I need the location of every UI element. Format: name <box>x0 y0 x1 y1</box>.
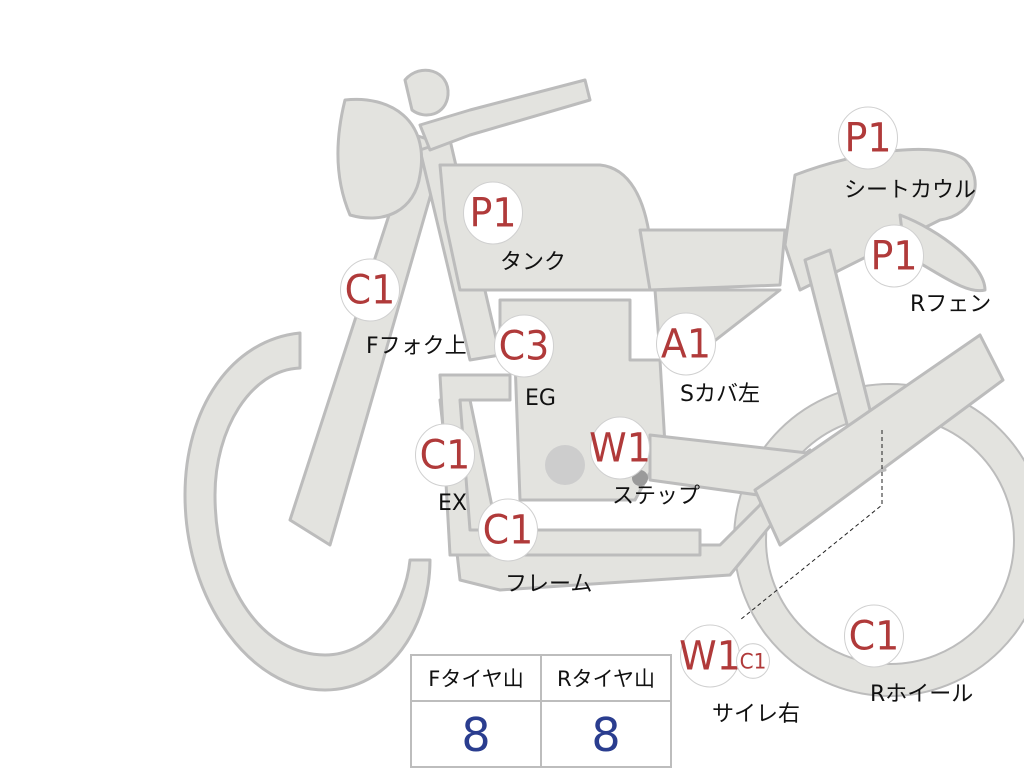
step-code: W1 <box>589 424 651 472</box>
seat-cowl-code: P1 <box>844 114 892 162</box>
fork-code: C1 <box>344 266 396 314</box>
rear-fender-label: Rフェン <box>910 292 992 317</box>
frame-code: C1 <box>482 506 534 554</box>
rear-fender-shape <box>898 213 987 293</box>
front-tire-header: Fタイヤ山 <box>412 656 542 700</box>
seat-cowl-marker[interactable]: P1 <box>838 106 898 170</box>
side-cover-code: A1 <box>660 320 712 368</box>
rear-tire-header: Rタイヤ山 <box>557 667 655 691</box>
tire-table-header: Fタイヤ山 Rタイヤ山 <box>412 656 670 702</box>
fork-marker[interactable]: C1 <box>340 258 400 322</box>
tire-tread-table: Fタイヤ山 Rタイヤ山 8 8 <box>410 654 672 768</box>
exhaust-label: EX <box>438 491 467 516</box>
front-wheel <box>183 331 432 692</box>
tank-code: P1 <box>469 189 517 237</box>
handlebar <box>418 78 592 152</box>
exhaust-code: C1 <box>419 431 471 479</box>
front-tire-value[interactable]: 8 <box>412 702 542 768</box>
muffler <box>753 333 1005 547</box>
rear-wheel-label: Rホイール <box>870 682 974 707</box>
muffler-right-marker[interactable]: W1 <box>679 624 741 688</box>
engine-marker[interactable]: C3 <box>494 314 554 378</box>
tank-marker[interactable]: P1 <box>463 181 523 245</box>
muffler-right-sub-marker[interactable]: C1 <box>736 643 770 679</box>
engine-label: EG <box>525 386 556 411</box>
side-cover-label: Sカバ左 <box>680 382 760 407</box>
rear-fender-code: P1 <box>870 232 918 280</box>
rear-tire-value[interactable]: 8 <box>591 708 621 762</box>
muffler-right-code: W1 <box>679 632 741 680</box>
step-label: ステップ <box>612 484 701 509</box>
seat <box>638 228 787 292</box>
rear-wheel-marker[interactable]: C1 <box>844 604 904 668</box>
engine-code: C3 <box>498 322 550 370</box>
frame-label: フレーム <box>505 572 593 597</box>
tire-table-values: 8 8 <box>412 702 670 768</box>
rear-fender-marker[interactable]: P1 <box>864 224 924 288</box>
headlight <box>336 97 423 220</box>
muffler-right-code2: C1 <box>739 648 767 674</box>
side-cover-marker[interactable]: A1 <box>656 312 716 376</box>
rear-wheel-code: C1 <box>848 612 900 660</box>
step-marker[interactable]: W1 <box>589 416 651 480</box>
muffler-right-label: サイレ右 <box>712 702 801 727</box>
exhaust-pipe <box>438 373 702 557</box>
frame-marker[interactable]: C1 <box>478 498 538 562</box>
fork-label: Fフォク上 <box>366 334 467 359</box>
tank-label: タンク <box>500 250 567 275</box>
seat-cowl-label: シートカウル <box>844 178 977 203</box>
exhaust-marker[interactable]: C1 <box>415 423 475 487</box>
